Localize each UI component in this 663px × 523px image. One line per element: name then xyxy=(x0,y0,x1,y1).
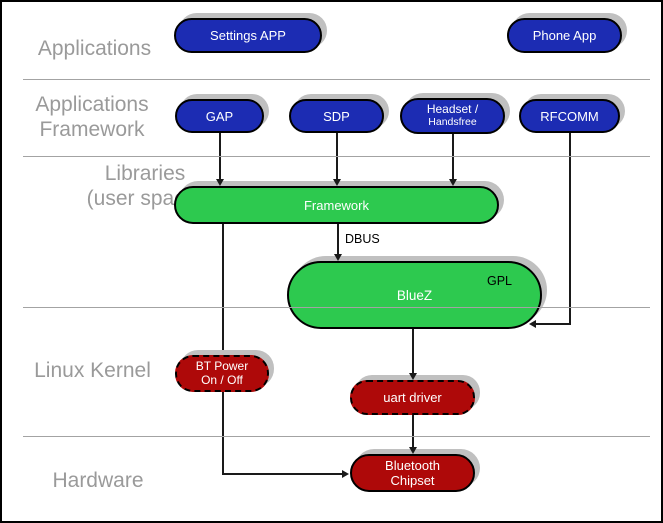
edge-rfcomm-to-bluez-horizontal xyxy=(534,323,571,325)
layer-label-line: Applications xyxy=(35,93,149,116)
gpl-badge: GPL xyxy=(486,274,512,288)
layer-label-line: Applications xyxy=(37,37,152,60)
node-label-second-line: Chipset xyxy=(390,473,435,488)
edge-uart-driver-to-chipset xyxy=(412,415,414,447)
node-label: uart driver xyxy=(383,390,442,405)
edge-framework-to-chipset-horizontal xyxy=(222,473,344,475)
arrowhead-sdp-framework xyxy=(333,179,341,186)
layer-divider-kernel xyxy=(23,436,650,437)
node-label: Phone App xyxy=(532,28,597,43)
node-bluetooth-chipset: Bluetooth Chipset xyxy=(350,454,475,492)
node-rfcomm: RFCOMM xyxy=(519,99,620,133)
node-label: BlueZ xyxy=(396,287,433,303)
arrowhead-rfcomm-bluez xyxy=(529,320,536,328)
node-uart-driver: uart driver xyxy=(350,380,475,415)
node-label: Framework xyxy=(303,197,369,213)
node-label: Bluetooth xyxy=(385,458,440,473)
node-phone-app: Phone App xyxy=(507,18,622,53)
layer-divider-libraries xyxy=(23,307,650,308)
layer-label-linux-kernel: Linux Kernel xyxy=(15,358,170,383)
edge-framework-to-chipset-vertical xyxy=(222,224,224,475)
layer-divider-applications xyxy=(23,79,650,80)
node-bt-power-on-off: BT Power On / Off xyxy=(175,355,269,392)
layer-label-hardware: Hardware xyxy=(23,468,173,493)
node-bluez: GPL BlueZ xyxy=(287,261,542,329)
node-label: Headset / xyxy=(426,102,479,116)
layer-label-applications-framework: Applications Framework xyxy=(17,92,167,142)
node-gap: GAP xyxy=(175,99,264,133)
edge-framework-to-bluez xyxy=(337,224,339,254)
edge-bluez-to-uart-driver xyxy=(412,329,414,373)
arrowhead-uart-chipset xyxy=(409,447,417,454)
layer-divider-framework xyxy=(23,156,650,157)
edge-rfcomm-to-bluez-vertical xyxy=(569,133,571,324)
node-framework: Framework xyxy=(174,186,499,224)
edge-label-dbus: DBUS xyxy=(345,232,380,246)
layer-label-line: Hardware xyxy=(52,469,144,492)
node-label-second-line: On / Off xyxy=(201,372,243,387)
node-label: GAP xyxy=(205,108,234,124)
node-label: BT Power xyxy=(195,359,249,373)
node-headset-handsfree: Headset / Handsfree xyxy=(400,98,505,134)
arrowhead-headset-framework xyxy=(449,179,457,186)
arrowhead-gap-framework xyxy=(216,179,224,186)
layer-label-line: Framework xyxy=(39,118,145,141)
node-settings-app: Settings APP xyxy=(174,18,322,53)
arrowhead-framework-bluez xyxy=(334,254,342,261)
node-label: RFCOMM xyxy=(540,108,599,124)
layer-label-applications: Applications xyxy=(22,36,167,61)
node-sdp: SDP xyxy=(289,99,384,133)
layer-label-line: Libraries xyxy=(104,162,186,185)
node-label-second-line: Handsfree xyxy=(428,116,477,128)
layer-label-line: Linux Kernel xyxy=(34,359,151,382)
node-label: Settings APP xyxy=(210,28,286,43)
arrowhead-framework-chipset xyxy=(342,470,349,478)
node-label: SDP xyxy=(323,108,350,124)
arrowhead-bluez-uart xyxy=(409,373,417,380)
